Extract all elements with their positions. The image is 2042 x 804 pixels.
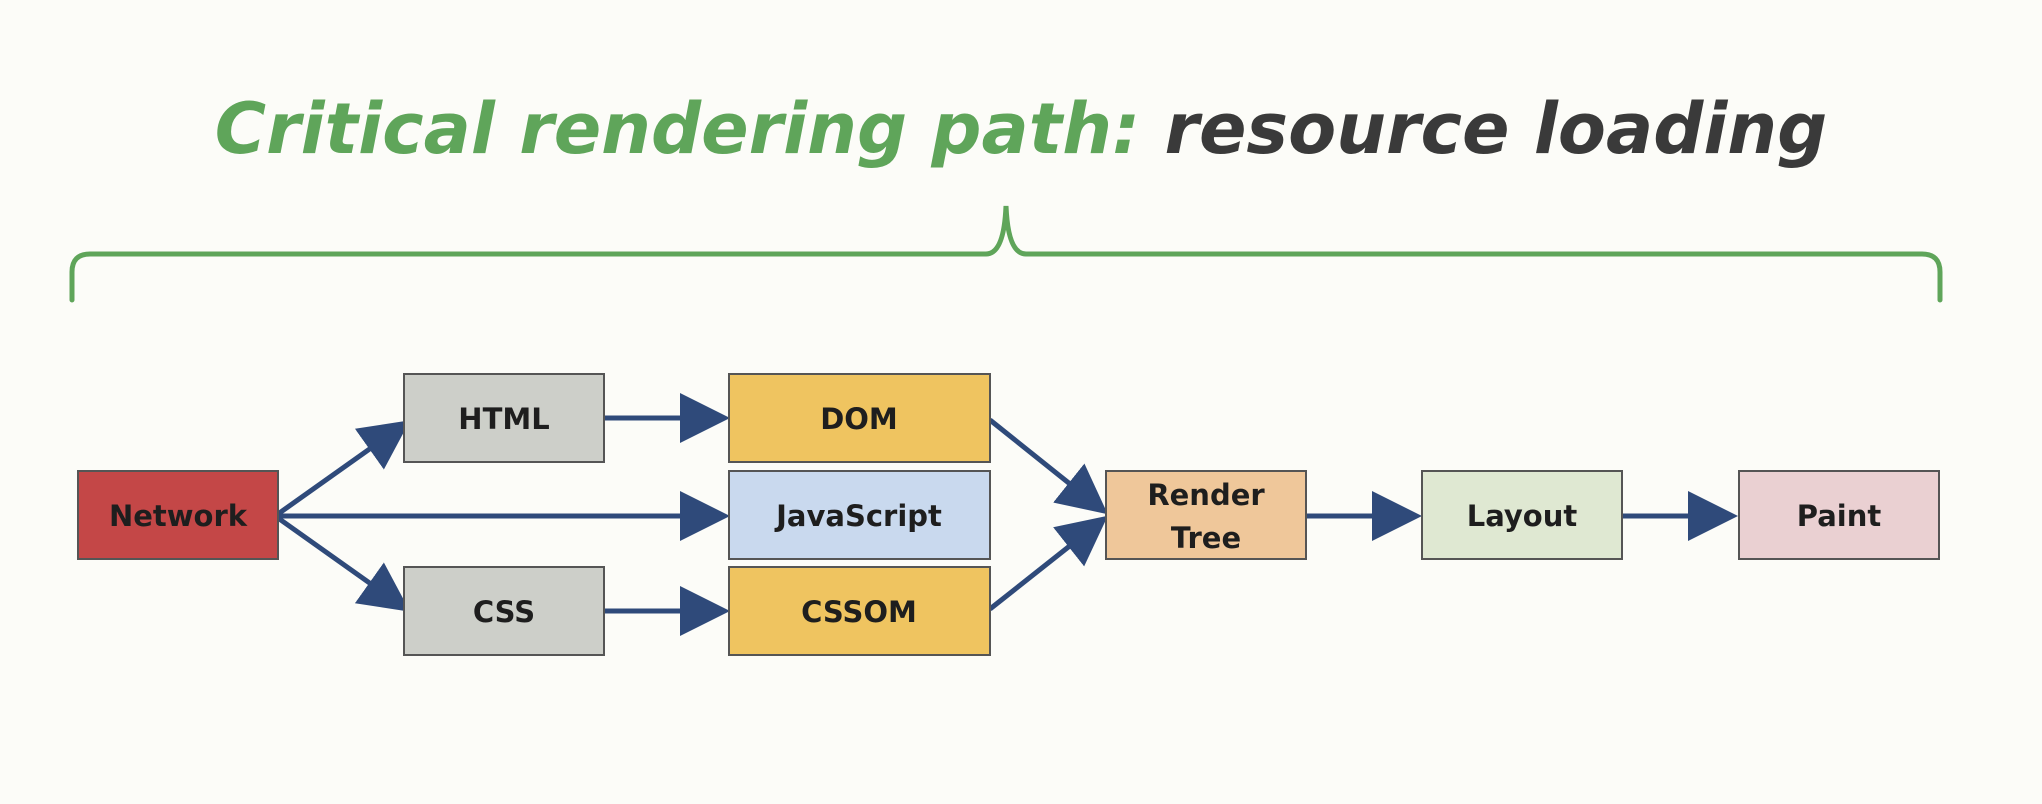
node-layout: Layout <box>1421 470 1623 560</box>
arrow-network-css <box>276 515 411 612</box>
bracket <box>69 205 1943 303</box>
node-javascript: JavaScript <box>728 470 991 560</box>
arrow-dom-render-tree <box>988 418 1108 515</box>
svg-text:DOM: DOM <box>820 402 898 436</box>
slide-title: Critical rendering path: resource loadin… <box>0 88 2042 170</box>
svg-text:CSS: CSS <box>473 595 535 629</box>
svg-text:JavaScript: JavaScript <box>774 499 942 533</box>
svg-text:Network: Network <box>109 499 248 533</box>
node-dom: DOM <box>728 373 991 463</box>
node-cssom: CSSOM <box>728 566 991 656</box>
arrows <box>276 393 1738 636</box>
svg-text:CSSOM: CSSOM <box>801 595 917 629</box>
svg-text:Layout: Layout <box>1467 499 1578 533</box>
svg-text:HTML: HTML <box>458 402 549 436</box>
node-paint: Paint <box>1738 470 1940 560</box>
node-html: HTML <box>403 373 605 463</box>
svg-text:Paint: Paint <box>1797 499 1882 533</box>
node-css: CSS <box>403 566 605 656</box>
svg-text:Render: Render <box>1147 478 1265 512</box>
title-rest: resource loading <box>1164 88 1828 170</box>
arrow-network-html <box>276 420 411 517</box>
arrow-cssom-render-tree <box>988 515 1108 611</box>
node-render-tree: Render Tree <box>1105 470 1307 560</box>
svg-text:Tree: Tree <box>1171 521 1241 555</box>
node-network: Network <box>77 470 279 560</box>
title-highlight: Critical rendering path: <box>214 88 1141 170</box>
